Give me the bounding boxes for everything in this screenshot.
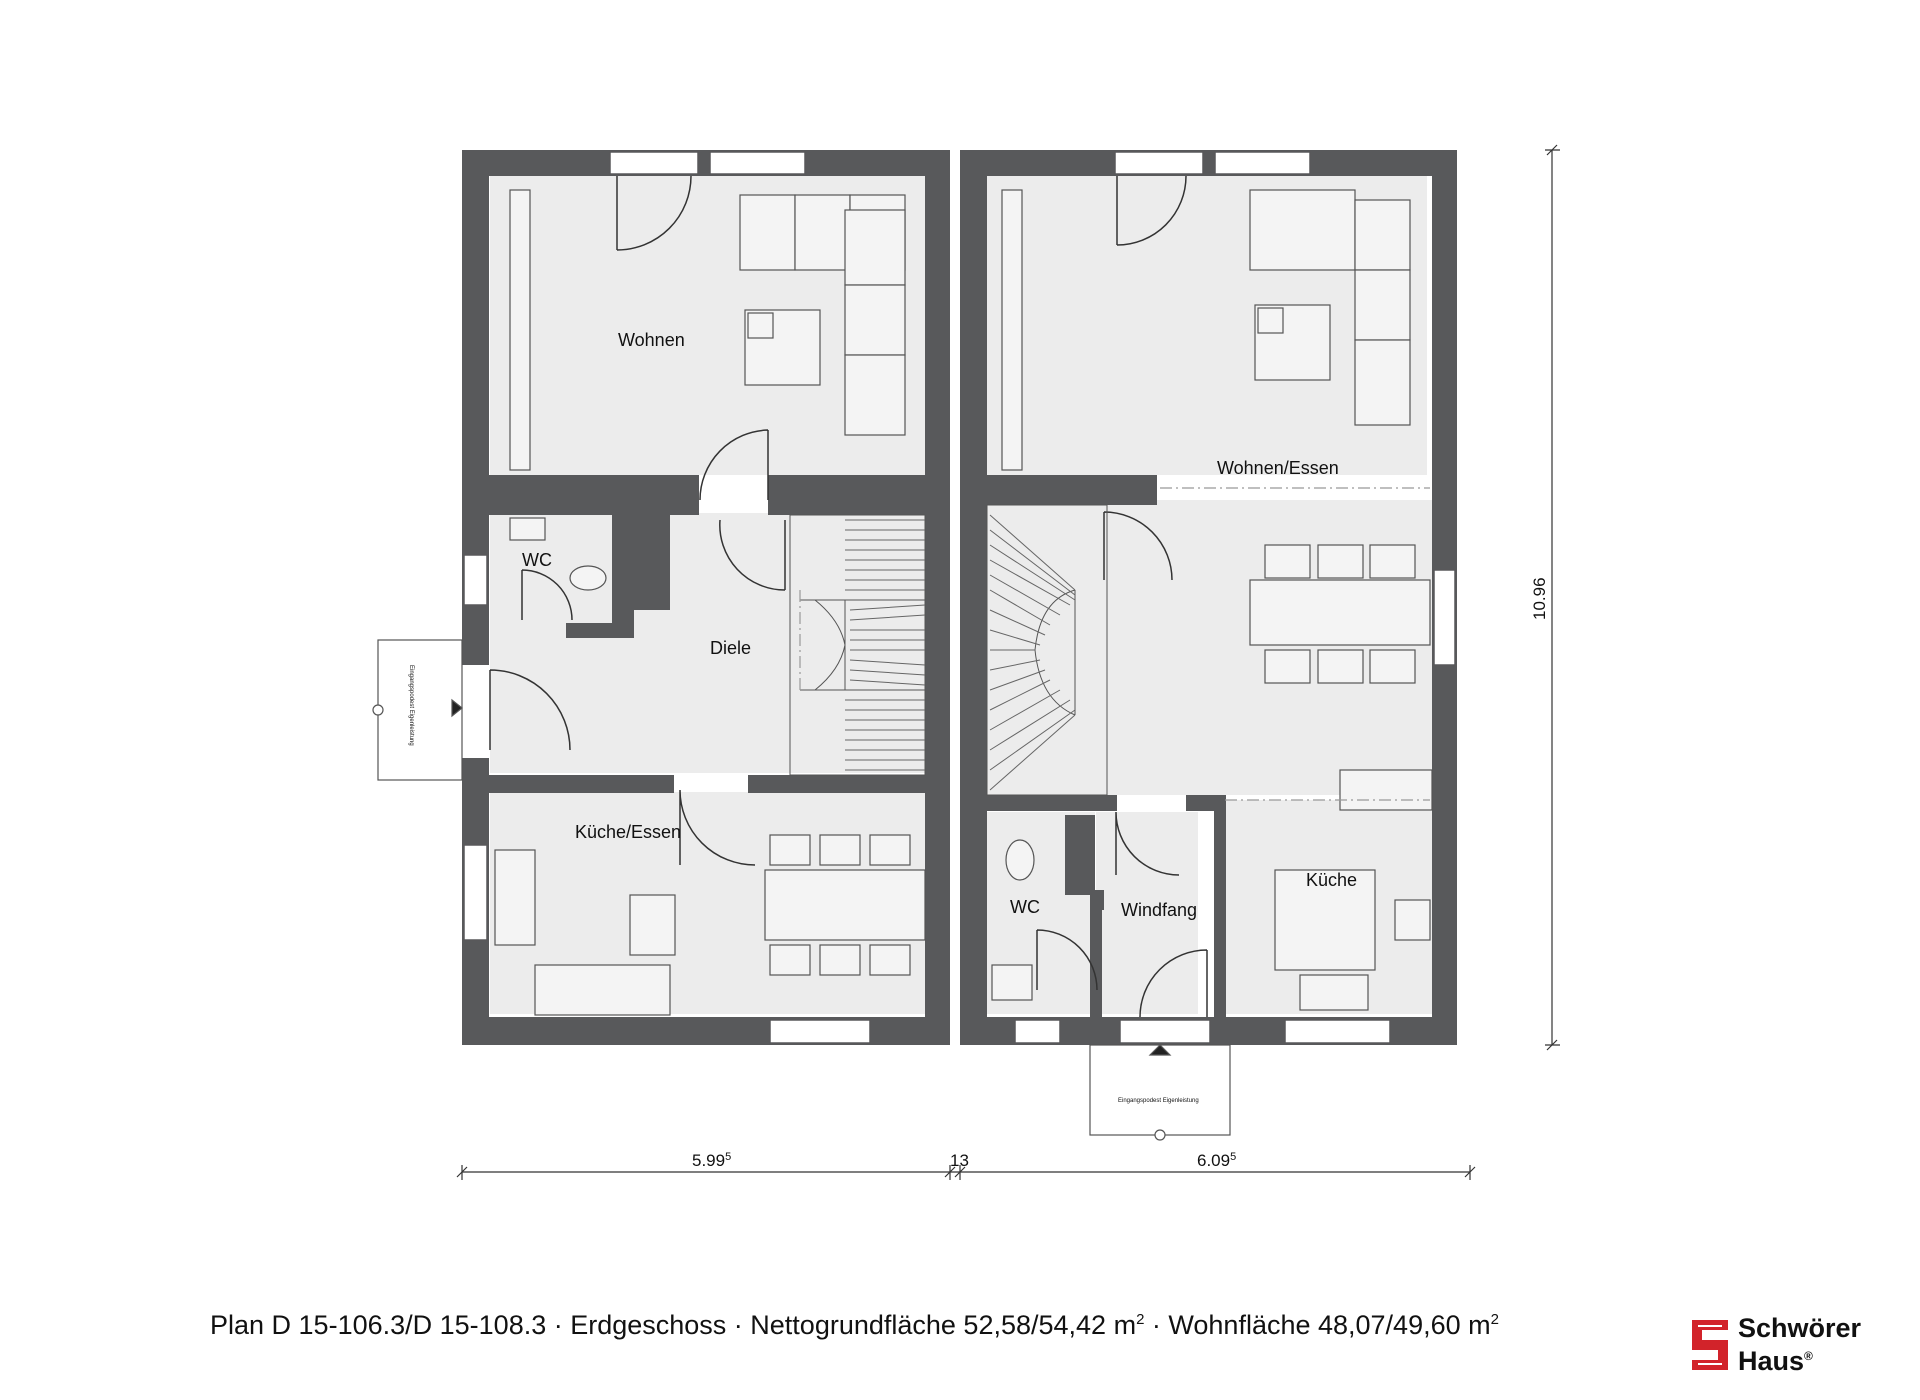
dim-right-width: 6.095 — [1197, 1151, 1236, 1170]
plan-caption: Plan D 15-106.3/D 15-108.3 · Erdgeschoss… — [210, 1310, 1499, 1341]
furniture — [494, 189, 1433, 1016]
logo-line-1: Schwörer — [1738, 1313, 1862, 1343]
wall-party-left — [925, 150, 950, 1045]
room-label-kueche-essen: Küche/Essen — [575, 822, 681, 842]
room-label-wohnen: Wohnen — [618, 330, 685, 350]
caption-sup-1: 2 — [1136, 1311, 1145, 1328]
room-label-diele: Diele — [710, 638, 751, 658]
caption-part-2: · Wohnfläche 48,07/49,60 m — [1144, 1310, 1491, 1340]
caption-part-1: Plan D 15-106.3/D 15-108.3 · Erdgeschoss… — [210, 1310, 1137, 1340]
room-label-wc-left: WC — [522, 550, 552, 570]
dimension-lines — [456, 144, 1560, 1180]
dim-depth: 10.96 — [1530, 577, 1549, 620]
wall-party-right — [960, 150, 987, 1045]
stair-right — [986, 504, 1108, 796]
room-label-wc-right: WC — [1010, 897, 1040, 917]
entrance-podest-left — [372, 639, 463, 781]
entrance-note-left: Eingangspodest Eigenleistung — [408, 665, 414, 746]
stair-left — [789, 514, 926, 776]
dim-left-width: 5.995 — [692, 1151, 731, 1170]
room-label-kueche: Küche — [1306, 870, 1357, 890]
logo-line-2: Haus® — [1738, 1346, 1813, 1376]
caption-sup-2: 2 — [1490, 1311, 1499, 1328]
entrance-podest-right — [1089, 1044, 1231, 1141]
schwoerer-haus-logo: Schwörer Haus® — [1688, 1314, 1861, 1375]
room-label-windfang: Windfang — [1121, 900, 1197, 920]
windows — [463, 151, 1456, 1044]
logo-text: Schwörer Haus® — [1738, 1314, 1861, 1375]
wall-top-left — [462, 150, 950, 176]
wall-top-right — [960, 150, 1457, 176]
logo-mark-icon — [1692, 1319, 1728, 1370]
dim-gap: 13 — [950, 1151, 969, 1170]
zone-dividers — [799, 487, 1430, 801]
entrance-note-right: Eingangspodest Eigenleistung — [1118, 1098, 1199, 1104]
doors — [489, 175, 1208, 1018]
door-openings — [462, 665, 489, 758]
room-label-wohnen-essen: Wohnen/Essen — [1217, 458, 1339, 478]
wall-bottom-left — [462, 1017, 950, 1045]
